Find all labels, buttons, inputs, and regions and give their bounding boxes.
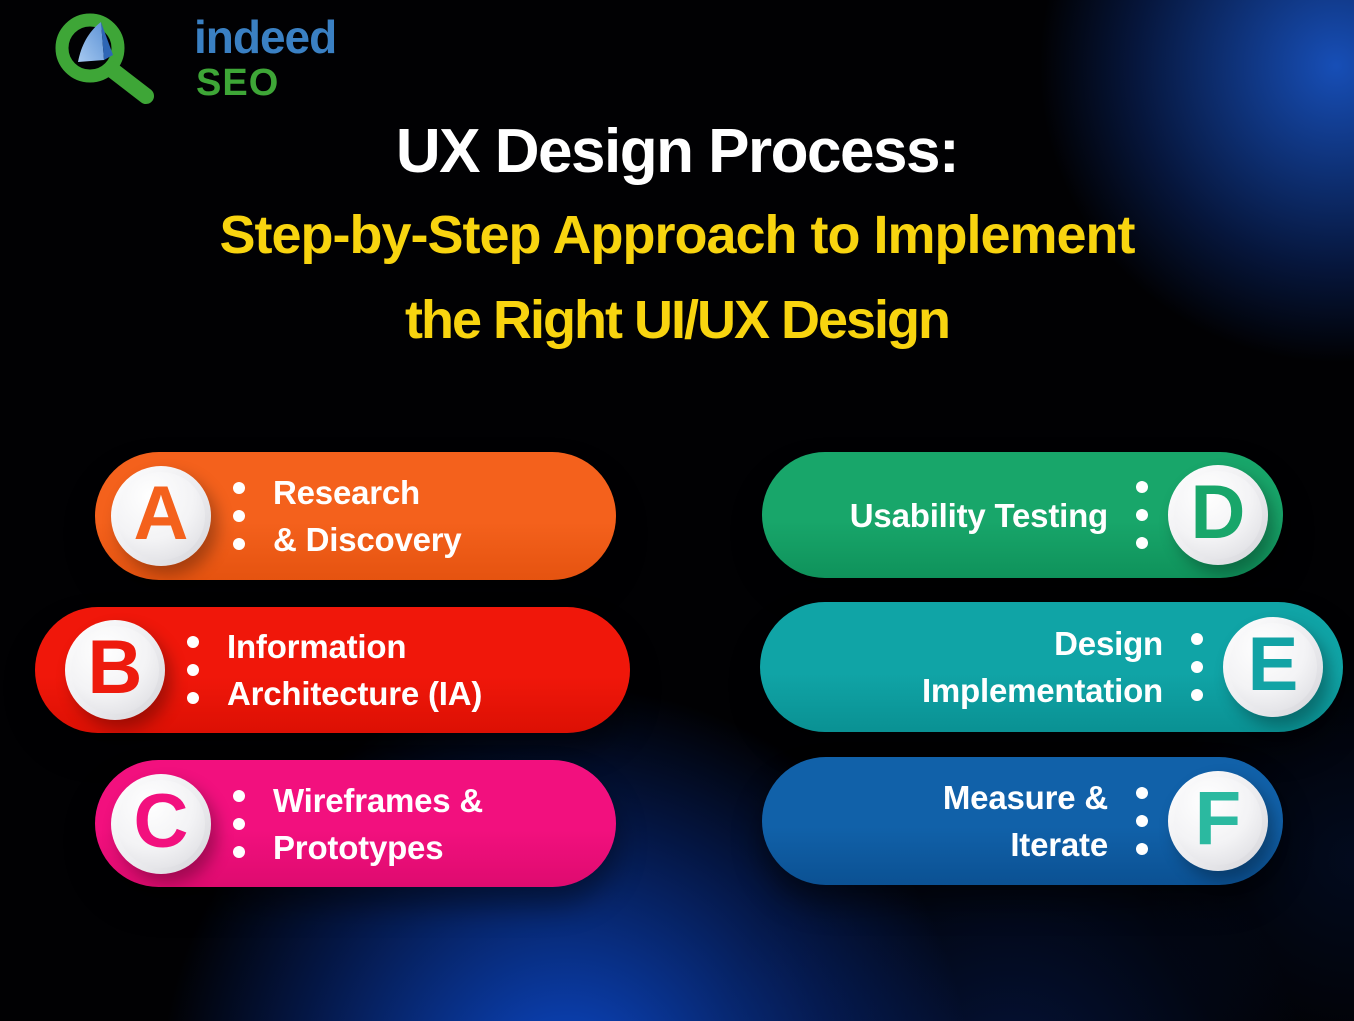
title-line-2: Step-by-Step Approach to Implement [219,205,1135,265]
logo-word-indeed: indeed [194,11,337,63]
step-label-line: Architecture (IA) [227,675,483,712]
step-letter: C [133,778,189,864]
dots-ornament [187,636,199,704]
logo-word-seo: SEO [196,62,280,104]
step-label: Measure & Iterate [943,774,1108,868]
step-letter-badge: F [1168,771,1268,871]
step-card-c: C Wireframes & Prototypes [95,760,616,887]
dots-ornament [1191,633,1203,701]
step-label: Wireframes & Prototypes [273,777,483,871]
step-label-line: Information [227,628,407,665]
step-label-line: Design [1054,625,1163,662]
step-letter: E [1247,622,1299,707]
step-letter: A [133,471,189,556]
step-card-f: Measure & Iterate F [762,757,1283,885]
step-letter-badge: A [111,466,211,566]
title-line-3: the Right UI/UX Design [404,290,951,350]
dots-ornament [233,482,245,550]
step-letter-badge: C [111,773,211,874]
step-letter-badge: B [65,620,165,720]
step-label-line: Implementation [921,672,1163,709]
step-label: Usability Testing [850,492,1108,539]
step-letter: B [87,625,143,710]
step-label-line: Wireframes & [273,781,484,819]
step-letter: F [1194,776,1242,861]
step-label-line: & Discovery [273,521,462,558]
step-letter-badge: D [1168,465,1268,565]
dots-ornament [233,789,245,858]
step-label-line: Research [273,474,420,511]
step-letter-badge: E [1223,617,1323,717]
title-line-1: UX Design Process: [395,117,960,186]
step-label: Research & Discovery [273,469,462,563]
step-label-line: Measure & [942,779,1108,816]
magnifier-with-cursor-icon [55,13,154,104]
indeedseo-logo: indeed SEO [52,6,337,110]
logo-wordmark: indeed SEO [194,11,337,104]
step-letter: D [1190,470,1246,555]
step-card-d: Usability Testing D [762,452,1283,578]
step-label-line: Prototypes [273,828,444,866]
step-label-line: Usability Testing [849,496,1108,534]
dots-ornament [1136,787,1148,855]
step-card-a: A Research & Discovery [95,452,616,580]
step-label-line: Iterate [1010,826,1108,863]
dots-ornament [1136,481,1148,549]
